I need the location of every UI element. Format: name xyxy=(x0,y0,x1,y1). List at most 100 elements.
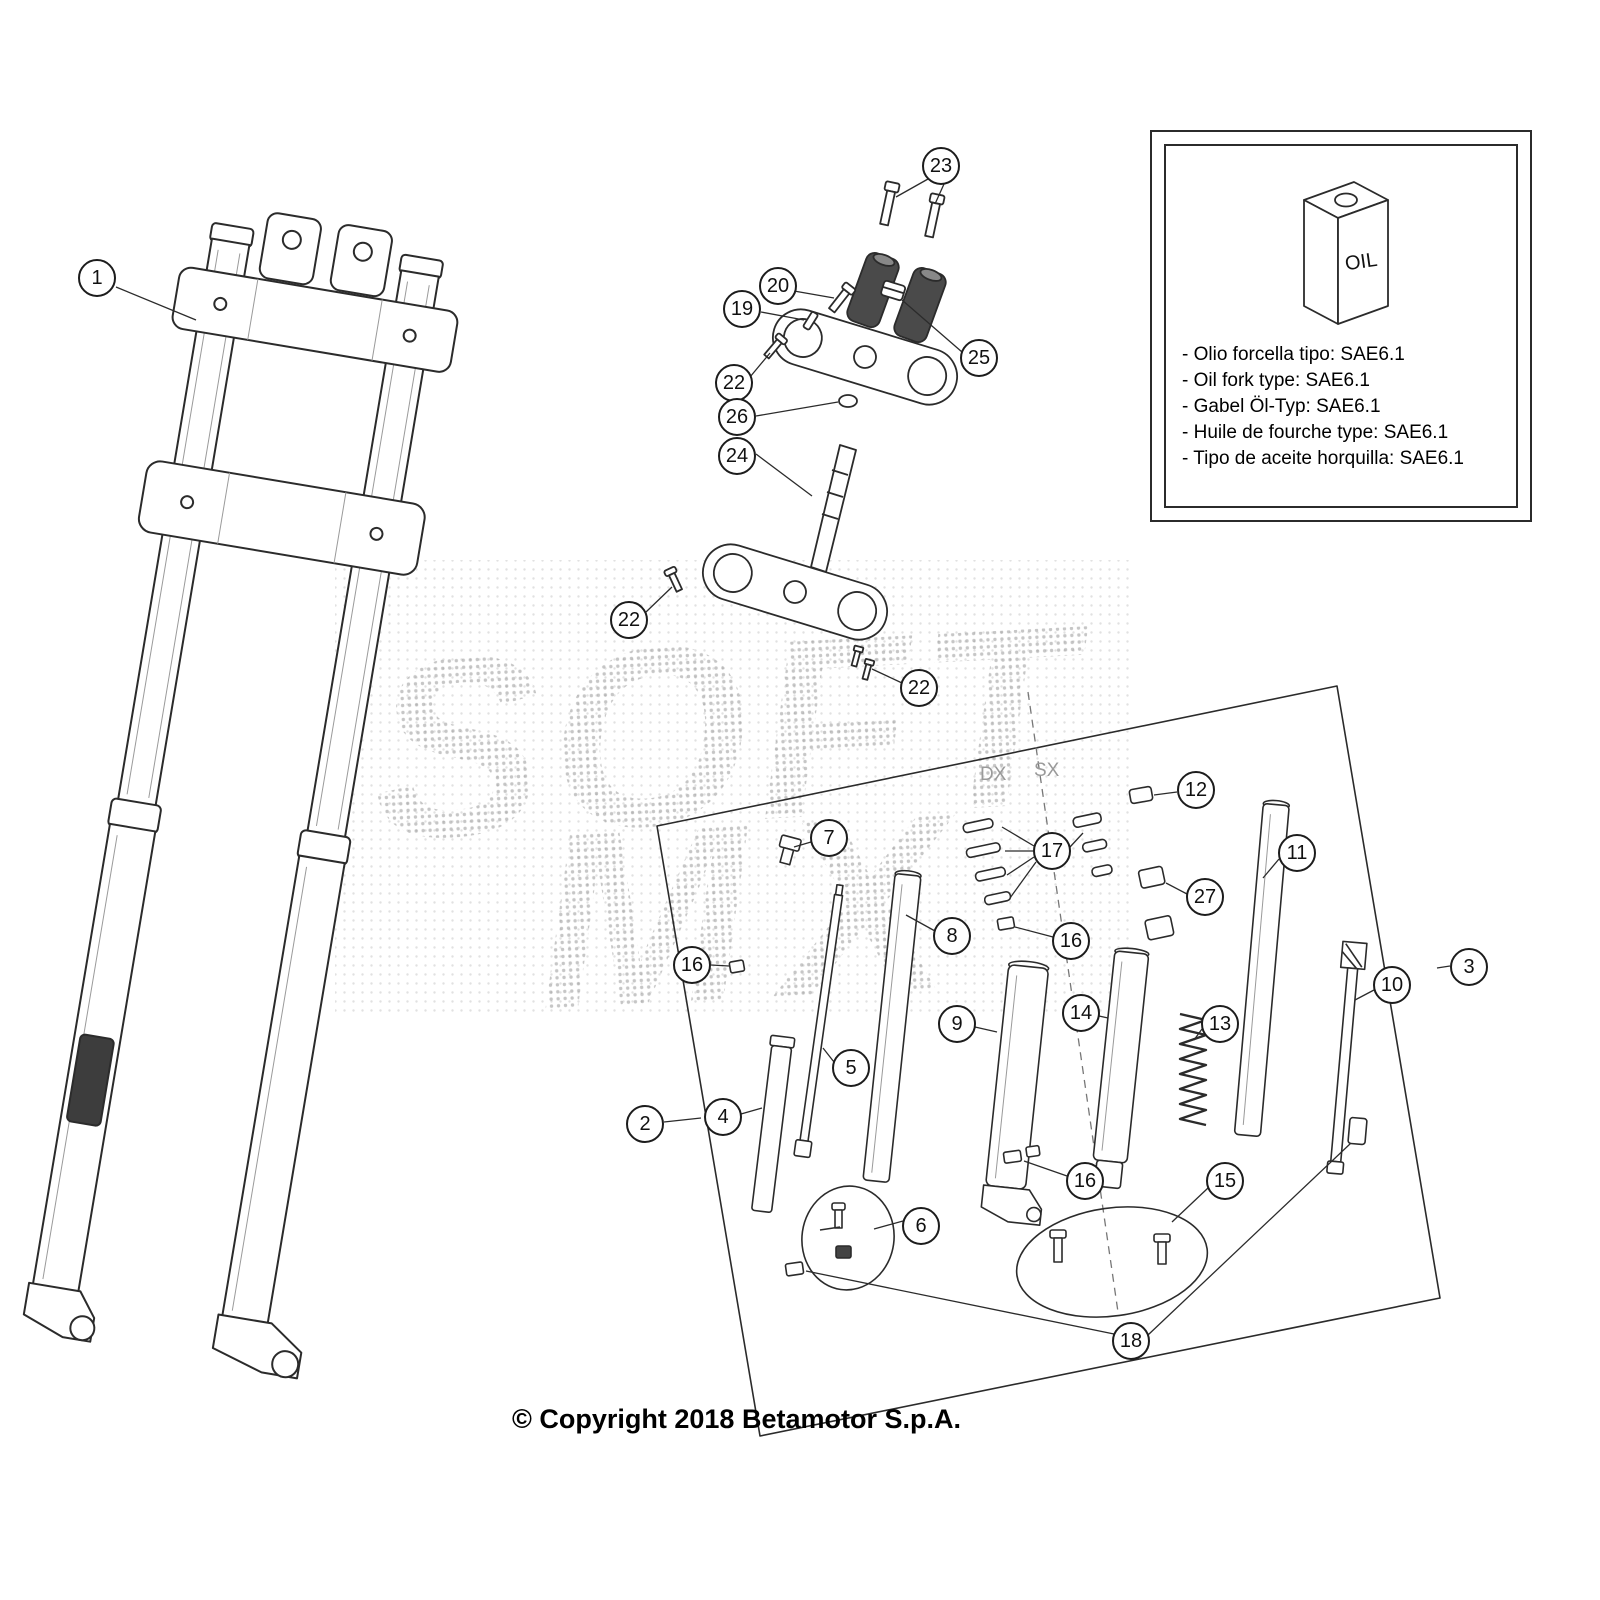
part-16-bushing-c xyxy=(1002,1144,1041,1164)
callout-22-c[interactable]: 22 xyxy=(900,669,938,707)
dx-label: DX xyxy=(980,764,1007,785)
lower-triple-clamp xyxy=(137,460,426,576)
callout-label: 16 xyxy=(1059,929,1083,952)
callout-16-b[interactable]: 16 xyxy=(673,946,711,984)
callout-label: 2 xyxy=(639,1112,651,1135)
callout-25[interactable]: 25 xyxy=(960,339,998,377)
callout-14[interactable]: 14 xyxy=(1062,994,1100,1032)
callout-label: 24 xyxy=(725,444,749,467)
upper-clamp-plate xyxy=(772,308,958,406)
part-18-plug-right xyxy=(1347,1116,1368,1146)
oil-spec-line-de: - Gabel Öl-Typ: SAE6.1 xyxy=(1182,396,1381,417)
callout-label: 13 xyxy=(1208,1012,1232,1035)
callout-18[interactable]: 18 xyxy=(1112,1322,1150,1360)
nut-25 xyxy=(880,279,907,302)
part-18-plug-left xyxy=(784,1261,805,1277)
callout-7[interactable]: 7 xyxy=(810,819,848,857)
part-11-fork-tube xyxy=(1233,799,1291,1137)
callout-label: 5 xyxy=(845,1056,857,1079)
callout-16-a[interactable]: 16 xyxy=(1052,922,1090,960)
callout-23[interactable]: 23 xyxy=(922,147,960,185)
callout-15[interactable]: 15 xyxy=(1206,1162,1244,1200)
part-6-seal-kit xyxy=(801,1185,895,1291)
oil-spec-line-it: - Olio forcella tipo: SAE6.1 xyxy=(1182,344,1405,365)
callout-27[interactable]: 27 xyxy=(1186,878,1224,916)
fork-assembly-complete xyxy=(22,212,459,1380)
part-8-cartridge-tube xyxy=(862,869,922,1183)
screws-22-bottom xyxy=(850,644,876,681)
callout-16-c[interactable]: 16 xyxy=(1066,1162,1104,1200)
callout-label: 15 xyxy=(1213,1169,1237,1192)
callout-5[interactable]: 5 xyxy=(832,1049,870,1087)
callout-label: 12 xyxy=(1184,778,1208,801)
part-27-spacer xyxy=(1137,865,1175,941)
exploded-parts-panel: DX SX xyxy=(656,685,1441,1437)
oil-info-box-inner: OIL - Olio forcella tipo: SAE6.1 - Oil f… xyxy=(1164,144,1518,508)
part-5-damper-rod xyxy=(793,883,844,1159)
fork-leg-left xyxy=(22,222,255,1343)
callout-4[interactable]: 4 xyxy=(704,1098,742,1136)
callout-label: 6 xyxy=(915,1214,927,1237)
part-17-shim-stack-left xyxy=(962,818,1012,906)
callout-22-b[interactable]: 22 xyxy=(610,601,648,639)
oil-spec-line-fr: - Huile de fourche type: SAE6.1 xyxy=(1182,422,1449,443)
steering-stem-assembly xyxy=(663,180,958,681)
bolt-22-left xyxy=(663,565,683,593)
callout-label: 22 xyxy=(617,608,641,631)
bar-riser-right xyxy=(893,266,947,344)
callout-19[interactable]: 19 xyxy=(723,290,761,328)
callout-label: 16 xyxy=(1073,1169,1097,1192)
oil-container-icon: OIL xyxy=(1303,181,1389,325)
callout-label: 7 xyxy=(823,826,835,849)
steering-stem-24 xyxy=(810,444,857,573)
callout-label: 11 xyxy=(1286,841,1308,864)
callout-26[interactable]: 26 xyxy=(718,398,756,436)
callout-13[interactable]: 13 xyxy=(1201,1005,1239,1043)
callout-1[interactable]: 1 xyxy=(78,259,116,297)
callout-label: 14 xyxy=(1069,1001,1093,1024)
callout-label: 23 xyxy=(929,154,953,177)
part-17-shim-stack-right xyxy=(1072,812,1113,878)
leader-lines xyxy=(115,178,1451,1336)
callout-label: 10 xyxy=(1380,973,1404,996)
callout-24[interactable]: 24 xyxy=(718,437,756,475)
callout-9[interactable]: 9 xyxy=(938,1005,976,1043)
callout-label: 16 xyxy=(680,953,704,976)
callout-11[interactable]: 11 xyxy=(1278,834,1316,872)
callout-label: 19 xyxy=(730,297,754,320)
callout-label: 26 xyxy=(725,405,749,428)
callout-8[interactable]: 8 xyxy=(933,917,971,955)
callout-label: 27 xyxy=(1193,885,1217,908)
callout-label: 22 xyxy=(907,676,931,699)
callout-label: 22 xyxy=(722,371,746,394)
part-15-screw-kit xyxy=(1015,1206,1209,1318)
callout-10[interactable]: 10 xyxy=(1373,966,1411,1004)
callout-label: 3 xyxy=(1463,955,1475,978)
callout-label: 8 xyxy=(946,924,958,947)
callout-label: 20 xyxy=(766,274,790,297)
callout-17[interactable]: 17 xyxy=(1033,832,1071,870)
callout-2[interactable]: 2 xyxy=(626,1105,664,1143)
part-12-cap xyxy=(1128,785,1154,805)
part-9-outer-tube xyxy=(980,960,1050,1226)
watermark-line-1: SOFT xyxy=(365,572,1101,894)
callout-22-a[interactable]: 22 xyxy=(715,364,753,402)
halftone-region xyxy=(335,560,1135,1015)
bolt-23-left xyxy=(879,180,901,227)
oil-spec-line-en: - Oil fork type: SAE6.1 xyxy=(1182,370,1370,391)
callout-3[interactable]: 3 xyxy=(1450,948,1488,986)
part-4-inner-rod xyxy=(751,1034,796,1214)
bolt-20 xyxy=(828,281,857,314)
callout-6[interactable]: 6 xyxy=(902,1207,940,1245)
pin-19 xyxy=(802,311,819,331)
callout-20[interactable]: 20 xyxy=(759,267,797,305)
oring-26 xyxy=(838,394,858,408)
oil-spec-line-es: - Tipo de aceite horquilla: SAE6.1 xyxy=(1182,448,1465,469)
callout-label: 17 xyxy=(1040,839,1064,862)
callout-12[interactable]: 12 xyxy=(1177,771,1215,809)
upper-triple-clamp xyxy=(171,212,459,373)
bolt-23-right xyxy=(924,192,946,239)
part-13-spring xyxy=(1178,1012,1208,1127)
copyright-text: © Copyright 2018 Betamotor S.p.A. xyxy=(512,1404,961,1434)
